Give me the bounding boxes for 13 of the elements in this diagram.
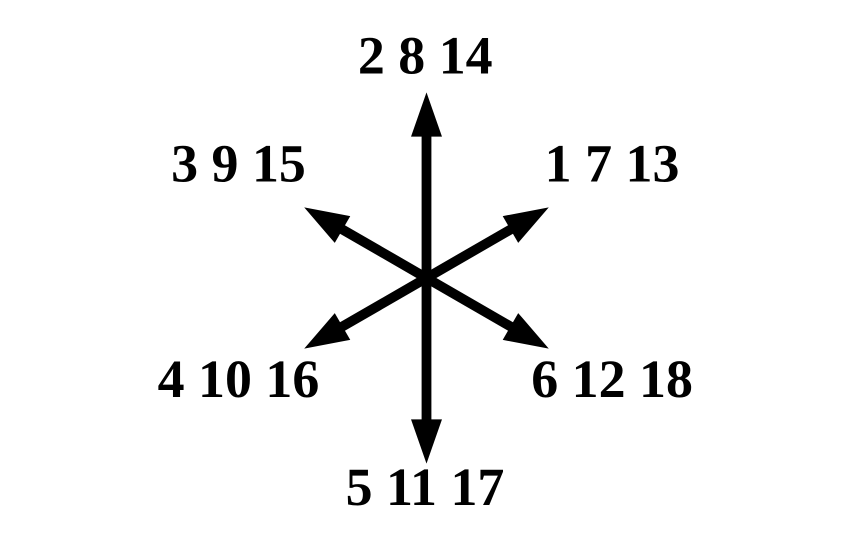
node-text: 5 11 17 <box>346 456 504 517</box>
arrow <box>428 207 549 280</box>
node-text: 4 10 16 <box>158 349 320 410</box>
node-text: 3 9 15 <box>171 133 306 194</box>
arrow <box>411 283 442 464</box>
node-text: 6 12 18 <box>531 349 693 410</box>
arrow <box>304 276 424 349</box>
node-text: 1 7 13 <box>544 133 680 194</box>
node-point <box>420 271 434 285</box>
arrow <box>411 92 442 273</box>
arrow <box>304 207 424 280</box>
arrow <box>428 276 549 349</box>
node-text: 2 8 14 <box>358 26 493 86</box>
